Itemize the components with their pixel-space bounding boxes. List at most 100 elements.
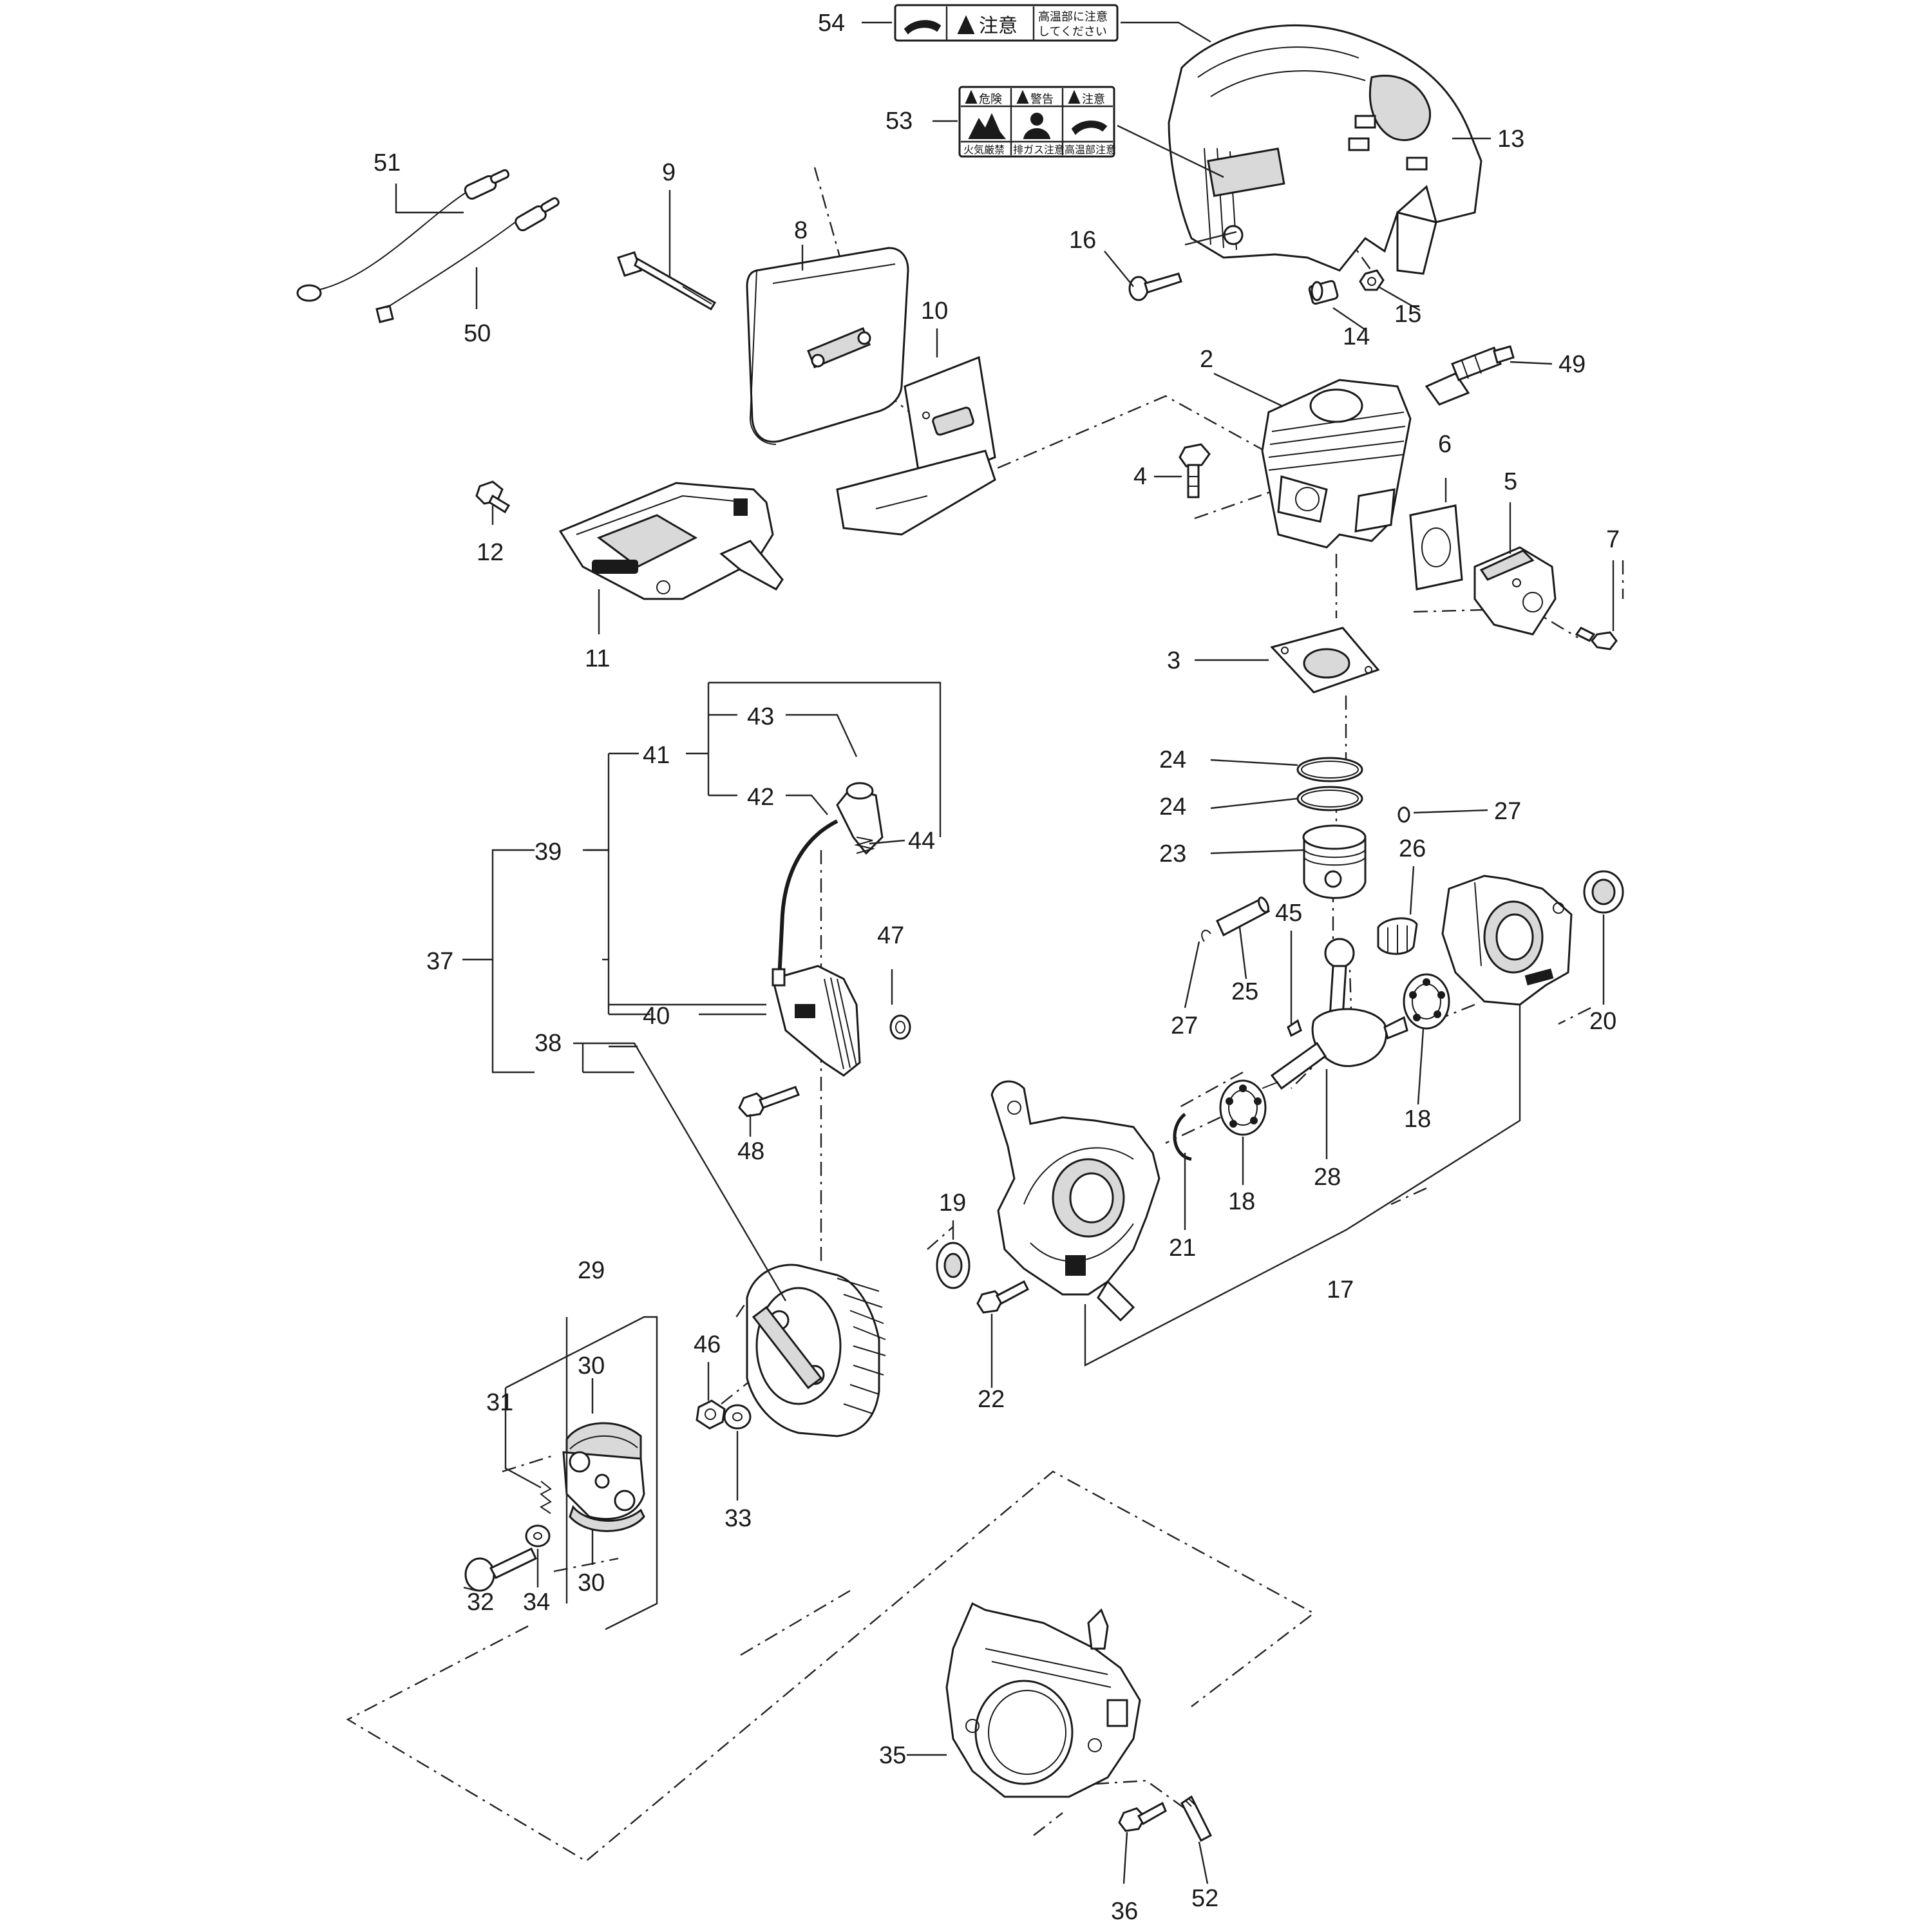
callout-29: 29 [578, 1257, 605, 1284]
hot-surface-icon [1071, 120, 1108, 135]
warning-triangle-icon [1068, 90, 1081, 104]
callout-38: 38 [535, 1030, 562, 1057]
woodruff-key-45 [1287, 1019, 1302, 1037]
callout-45: 45 [1275, 900, 1302, 927]
bolt-14 [1308, 279, 1339, 305]
screw-16 [1128, 272, 1182, 301]
callout-30-b: 30 [578, 1569, 605, 1596]
callout-30-a: 30 [578, 1352, 605, 1379]
callout-27-a: 27 [1494, 798, 1521, 825]
callout-labels: 54 53 13 16 14 15 51 50 9 8 10 12 11 2 4… [374, 10, 1620, 1925]
callout-11: 11 [585, 645, 610, 672]
callout-51: 51 [374, 149, 401, 176]
callout-18-a: 18 [1404, 1106, 1431, 1133]
piston-23 [1302, 824, 1367, 899]
spring-44 [854, 837, 875, 854]
callout-15: 15 [1394, 301, 1421, 328]
callout-26: 26 [1399, 835, 1426, 862]
callout-28: 28 [1314, 1164, 1341, 1191]
callout-18-b: 18 [1228, 1188, 1255, 1215]
callout-19: 19 [939, 1189, 966, 1217]
leader-lines [395, 21, 1615, 1884]
callout-40: 40 [643, 1003, 670, 1030]
piston-ring-24-b [1296, 786, 1363, 811]
nut-46 [696, 1399, 726, 1430]
callout-9: 9 [662, 159, 676, 186]
callout-34: 34 [523, 1589, 550, 1616]
callout-2: 2 [1200, 346, 1213, 373]
callout-37: 37 [426, 948, 453, 975]
oil-seal-20 [1583, 870, 1624, 914]
callout-21: 21 [1169, 1235, 1196, 1262]
plug-cap-43 [836, 782, 884, 855]
callout-20: 20 [1589, 1008, 1616, 1035]
screw-12 [475, 480, 511, 514]
bolt-4 [1179, 443, 1211, 498]
callout-53: 53 [886, 108, 913, 135]
callout-43: 43 [747, 703, 774, 730]
screw-36 [1118, 1801, 1167, 1832]
decal-54-note-1: 高温部に注意 [1038, 10, 1108, 23]
callout-3: 3 [1167, 647, 1180, 674]
insulator-5 [1473, 546, 1557, 636]
clutch-spring-31 [540, 1481, 552, 1514]
callout-8: 8 [794, 217, 808, 244]
snap-ring-21 [1173, 1113, 1192, 1161]
callout-27-b: 27 [1171, 1012, 1198, 1039]
crankcase-right [1441, 875, 1573, 1006]
decal-53-foot-2: 排ガス注意 [1013, 144, 1065, 156]
air-cleaner-base-11 [558, 482, 784, 600]
piston-ring-24-a [1296, 757, 1363, 782]
callout-50: 50 [464, 320, 491, 347]
decal-53-head-1: 危険 [979, 93, 1002, 106]
decal-54-caution: 注意 [979, 15, 1018, 37]
callout-7: 7 [1606, 526, 1620, 553]
washer-34 [525, 1524, 551, 1548]
clutch-bolt-32 [464, 1547, 537, 1592]
fire-icon [968, 113, 1007, 139]
pin-52 [1180, 1795, 1212, 1842]
callout-54: 54 [818, 10, 845, 37]
screw-7 [1575, 627, 1618, 650]
engine-cover-13 [1168, 24, 1482, 275]
fan-cover-35 [945, 1602, 1141, 1798]
cylinder-2 [1261, 379, 1412, 549]
bolt-48 [738, 1086, 800, 1117]
decal-53-foot-3: 高温部注意 [1065, 144, 1116, 156]
callout-49: 49 [1558, 351, 1586, 378]
callout-39: 39 [535, 838, 562, 866]
crankshaft-28 [1262, 938, 1408, 1090]
callout-33: 33 [724, 1505, 752, 1532]
callout-10: 10 [921, 298, 948, 325]
callout-23: 23 [1159, 840, 1186, 867]
muffler-gasket-10 [836, 355, 996, 536]
circlip-27-a [1397, 806, 1410, 823]
circlip-27-b [1201, 929, 1211, 942]
spacer-47 [889, 1014, 911, 1040]
callout-4: 4 [1133, 463, 1147, 490]
callout-35: 35 [879, 1742, 906, 1769]
callout-41: 41 [643, 742, 670, 769]
decal-53-foot-1: 火気厳禁 [963, 144, 1005, 156]
callout-22: 22 [978, 1386, 1005, 1413]
decal-53-head-3: 注意 [1082, 93, 1105, 106]
warning-decal-54: 注意 高温部に注意 してください [894, 4, 1119, 42]
callout-5: 5 [1504, 468, 1517, 495]
callout-13: 13 [1497, 126, 1524, 153]
warning-triangle-icon [965, 90, 978, 104]
callout-24-a: 24 [1159, 746, 1186, 773]
callout-12: 12 [477, 539, 504, 566]
callout-31: 31 [486, 1389, 513, 1416]
callout-16: 16 [1069, 227, 1096, 254]
warning-triangle-icon [957, 15, 975, 34]
decal-53-head-2: 警告 [1030, 93, 1054, 106]
ground-wire-51 [296, 169, 510, 302]
ignition-coil-40 [772, 965, 861, 1077]
flywheel-38 [746, 1264, 886, 1437]
callout-52: 52 [1191, 1885, 1218, 1912]
oil-seal-19 [936, 1242, 971, 1289]
bearing-18-a [1403, 973, 1450, 1030]
clutch-shoe-30-bottom [569, 1504, 645, 1532]
